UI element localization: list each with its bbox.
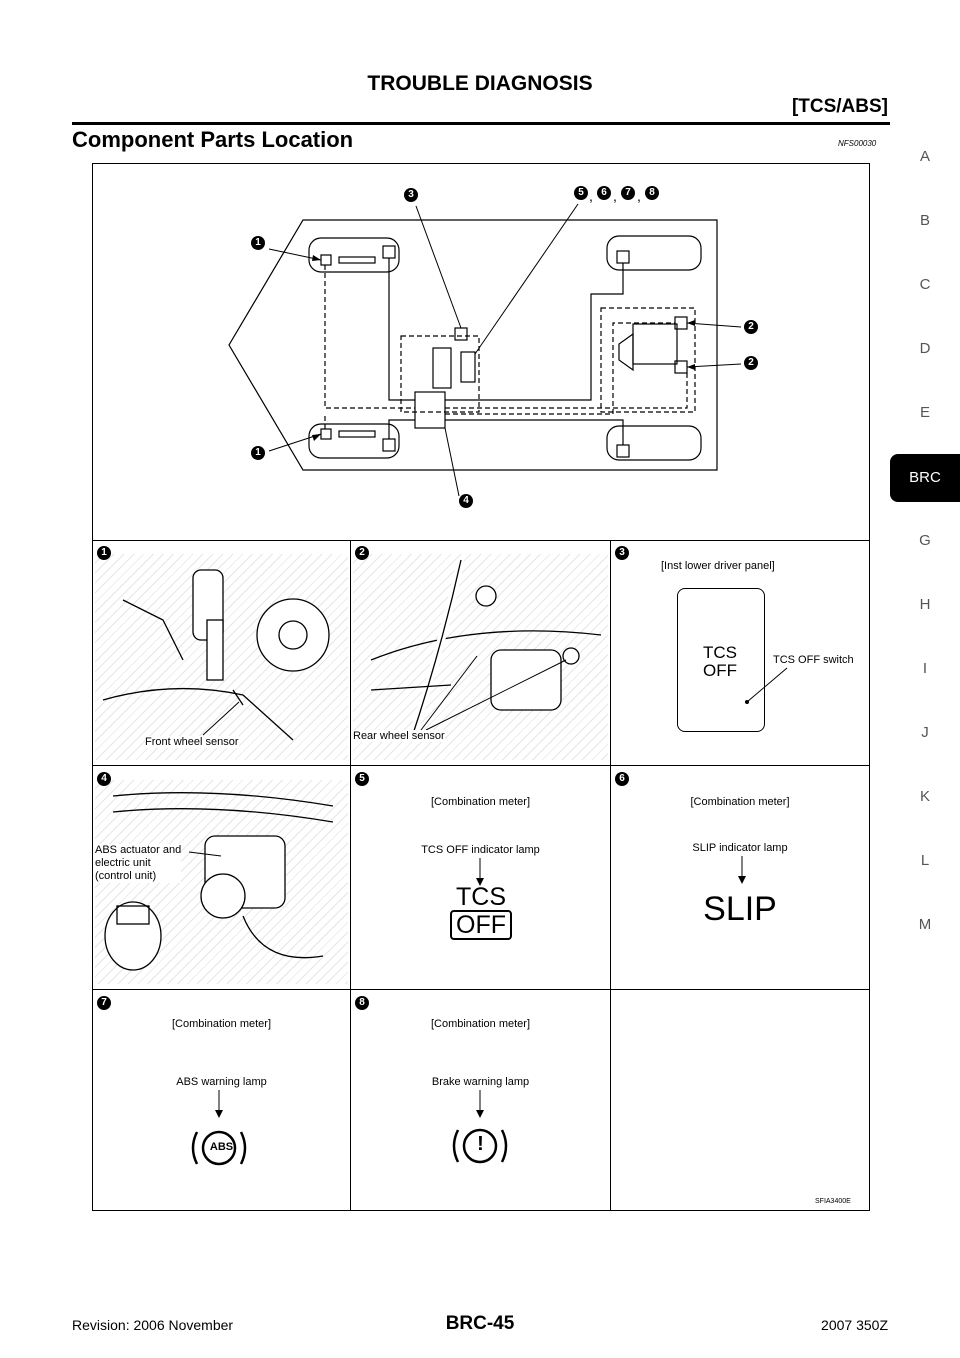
tcs-off-switch-label: TCS OFF switch [773,654,854,666]
panel-7: 7 [Combination meter] ABS warning lamp A… [93,990,350,1210]
callout-5: 5 [574,186,588,200]
lamp-text-line: TCS [456,883,506,911]
pointer-arrow [738,856,746,884]
panel-number: 2 [355,546,369,560]
panel-6: 6 [Combination meter] SLIP indicator lam… [611,766,869,989]
brake-warning-lamp-label: Brake warning lamp [431,1076,530,1088]
panel-number: 1 [97,546,111,560]
pointer-arrow [476,858,484,886]
panel-number: 4 [97,772,111,786]
wheel-rear-right [606,425,702,461]
callout-1: 1 [251,236,265,250]
vehicle-outline [228,219,718,471]
combination-meter-heading: [Combination meter] [171,1018,272,1030]
brake-warning-lamp-graphic [452,1090,508,1164]
section-title: Component Parts Location [72,127,354,152]
callout-6: 6 [597,186,611,200]
sidebar-item-a[interactable]: A [919,148,930,165]
vehicle-layout-diagram [228,203,742,497]
wheel-front-right [308,423,400,459]
tcs-off-indicator-lamp: TCS OFF [431,884,531,940]
panel-number: 8 [355,996,369,1010]
grid-divider [93,765,869,766]
sidebar-item-c[interactable]: C [919,276,931,293]
callout-1: 1 [251,446,265,460]
header-rule [72,122,890,125]
abs-warning-lamp-graphic [191,1090,247,1166]
panel-number: 7 [97,996,111,1010]
driver-panel-outline [677,588,765,732]
abs-actuator-symbol [414,391,446,429]
sidebar-item-i[interactable]: I [922,660,928,677]
sidebar-item-d[interactable]: D [919,340,931,357]
switch-text-line: OFF [703,661,737,680]
page-header-title: TROUBLE DIAGNOSIS [367,72,593,95]
grid-divider [610,540,611,1210]
callout-separator: , [589,188,593,204]
label-line: electric unit [95,857,151,869]
leader-line [745,667,788,704]
footer-revision: Revision: 2006 November [72,1317,234,1333]
sidebar-item-h[interactable]: H [919,596,931,613]
figure-frame: 3 5 , 6 , 7 , 8 1 1 2 2 4 1 Front wheel … [92,163,870,1211]
slip-indicator-lamp: SLIP [703,890,777,928]
panel-4: 4 ABS actuator and electric unit (contro… [93,766,350,989]
panel-number: 6 [615,772,629,786]
wheel-rear-left [606,235,702,271]
tcs-off-indicator-label: TCS OFF indicator lamp [421,844,540,856]
label-line: ABS actuator and [95,844,182,856]
panel-1: 1 Front wheel sensor [93,540,350,765]
callout-2: 2 [744,356,758,370]
panel-3: 3 [Inst lower driver panel] TCS OFF TCS … [611,540,869,765]
brake-warning-lamp-symbol: ! [477,1133,484,1155]
front-wheel-sensor-label: Front wheel sensor [145,736,239,748]
page-header-subtitle: [TCS/ABS] [791,96,888,117]
callout-3: 3 [404,188,418,202]
inst-lower-driver-panel-heading: [Inst lower driver panel] [661,560,775,572]
tcs-off-switch[interactable]: TCS OFF [677,644,763,680]
sidebar-item-k[interactable]: K [919,788,930,805]
grid-divider [350,540,351,1210]
switch-text-line: TCS [703,643,737,662]
abs-actuator-label: ABS actuator and electric unit (control … [95,844,182,883]
callout-4: 4 [459,494,473,508]
abs-actuator-sketch [104,792,334,971]
callout-8: 8 [645,186,659,200]
grid-divider [93,540,869,541]
callout-2: 2 [744,320,758,334]
wheel-front-left [308,237,400,273]
front-wheel-sketch [102,569,330,741]
callout-separator: , [637,188,641,204]
sidebar-item-brc[interactable]: BRC [890,454,960,502]
section-code: NFS00030 [838,139,877,148]
sidebar-item-g[interactable]: G [919,532,931,549]
panel-2: 2 Rear wheel sensor [351,540,610,765]
callout-separator: , [613,188,617,204]
sidebar-item-m[interactable]: M [918,916,932,933]
lamp-text-line: OFF [450,910,512,940]
sidebar-item-b[interactable]: B [919,212,930,229]
abs-warning-lamp-label: ABS warning lamp [176,1076,267,1088]
footer-model: 2007 350Z [821,1317,888,1333]
combination-meter-heading: [Combination meter] [430,1018,531,1030]
callout-7: 7 [621,186,635,200]
panel-number: 5 [355,772,369,786]
slip-indicator-label: SLIP indicator lamp [692,842,788,854]
rear-wheel-sensor-label: Rear wheel sensor [353,730,445,742]
combination-meter-heading: [Combination meter] [690,796,790,808]
figure-code: SFIA3400E [815,1198,851,1205]
abs-warning-lamp-text: ABS [209,1141,234,1153]
sidebar-item-j[interactable]: J [921,724,929,741]
panel-number: 3 [615,546,629,560]
footer-page-number: BRC-45 [445,1313,515,1334]
combination-meter-heading: [Combination meter] [430,796,531,808]
sidebar-item-l[interactable]: L [920,852,930,869]
panel-8: 8 [Combination meter] Brake warning lamp… [351,990,610,1210]
grid-divider [93,989,869,990]
rear-unit-symbol [632,323,678,365]
sidebar-item-e[interactable]: E [919,404,930,421]
rear-wheel-sketch [370,559,602,742]
panel-5: 5 [Combination meter] TCS OFF indicator … [351,766,610,989]
label-line: (control unit) [95,870,157,882]
